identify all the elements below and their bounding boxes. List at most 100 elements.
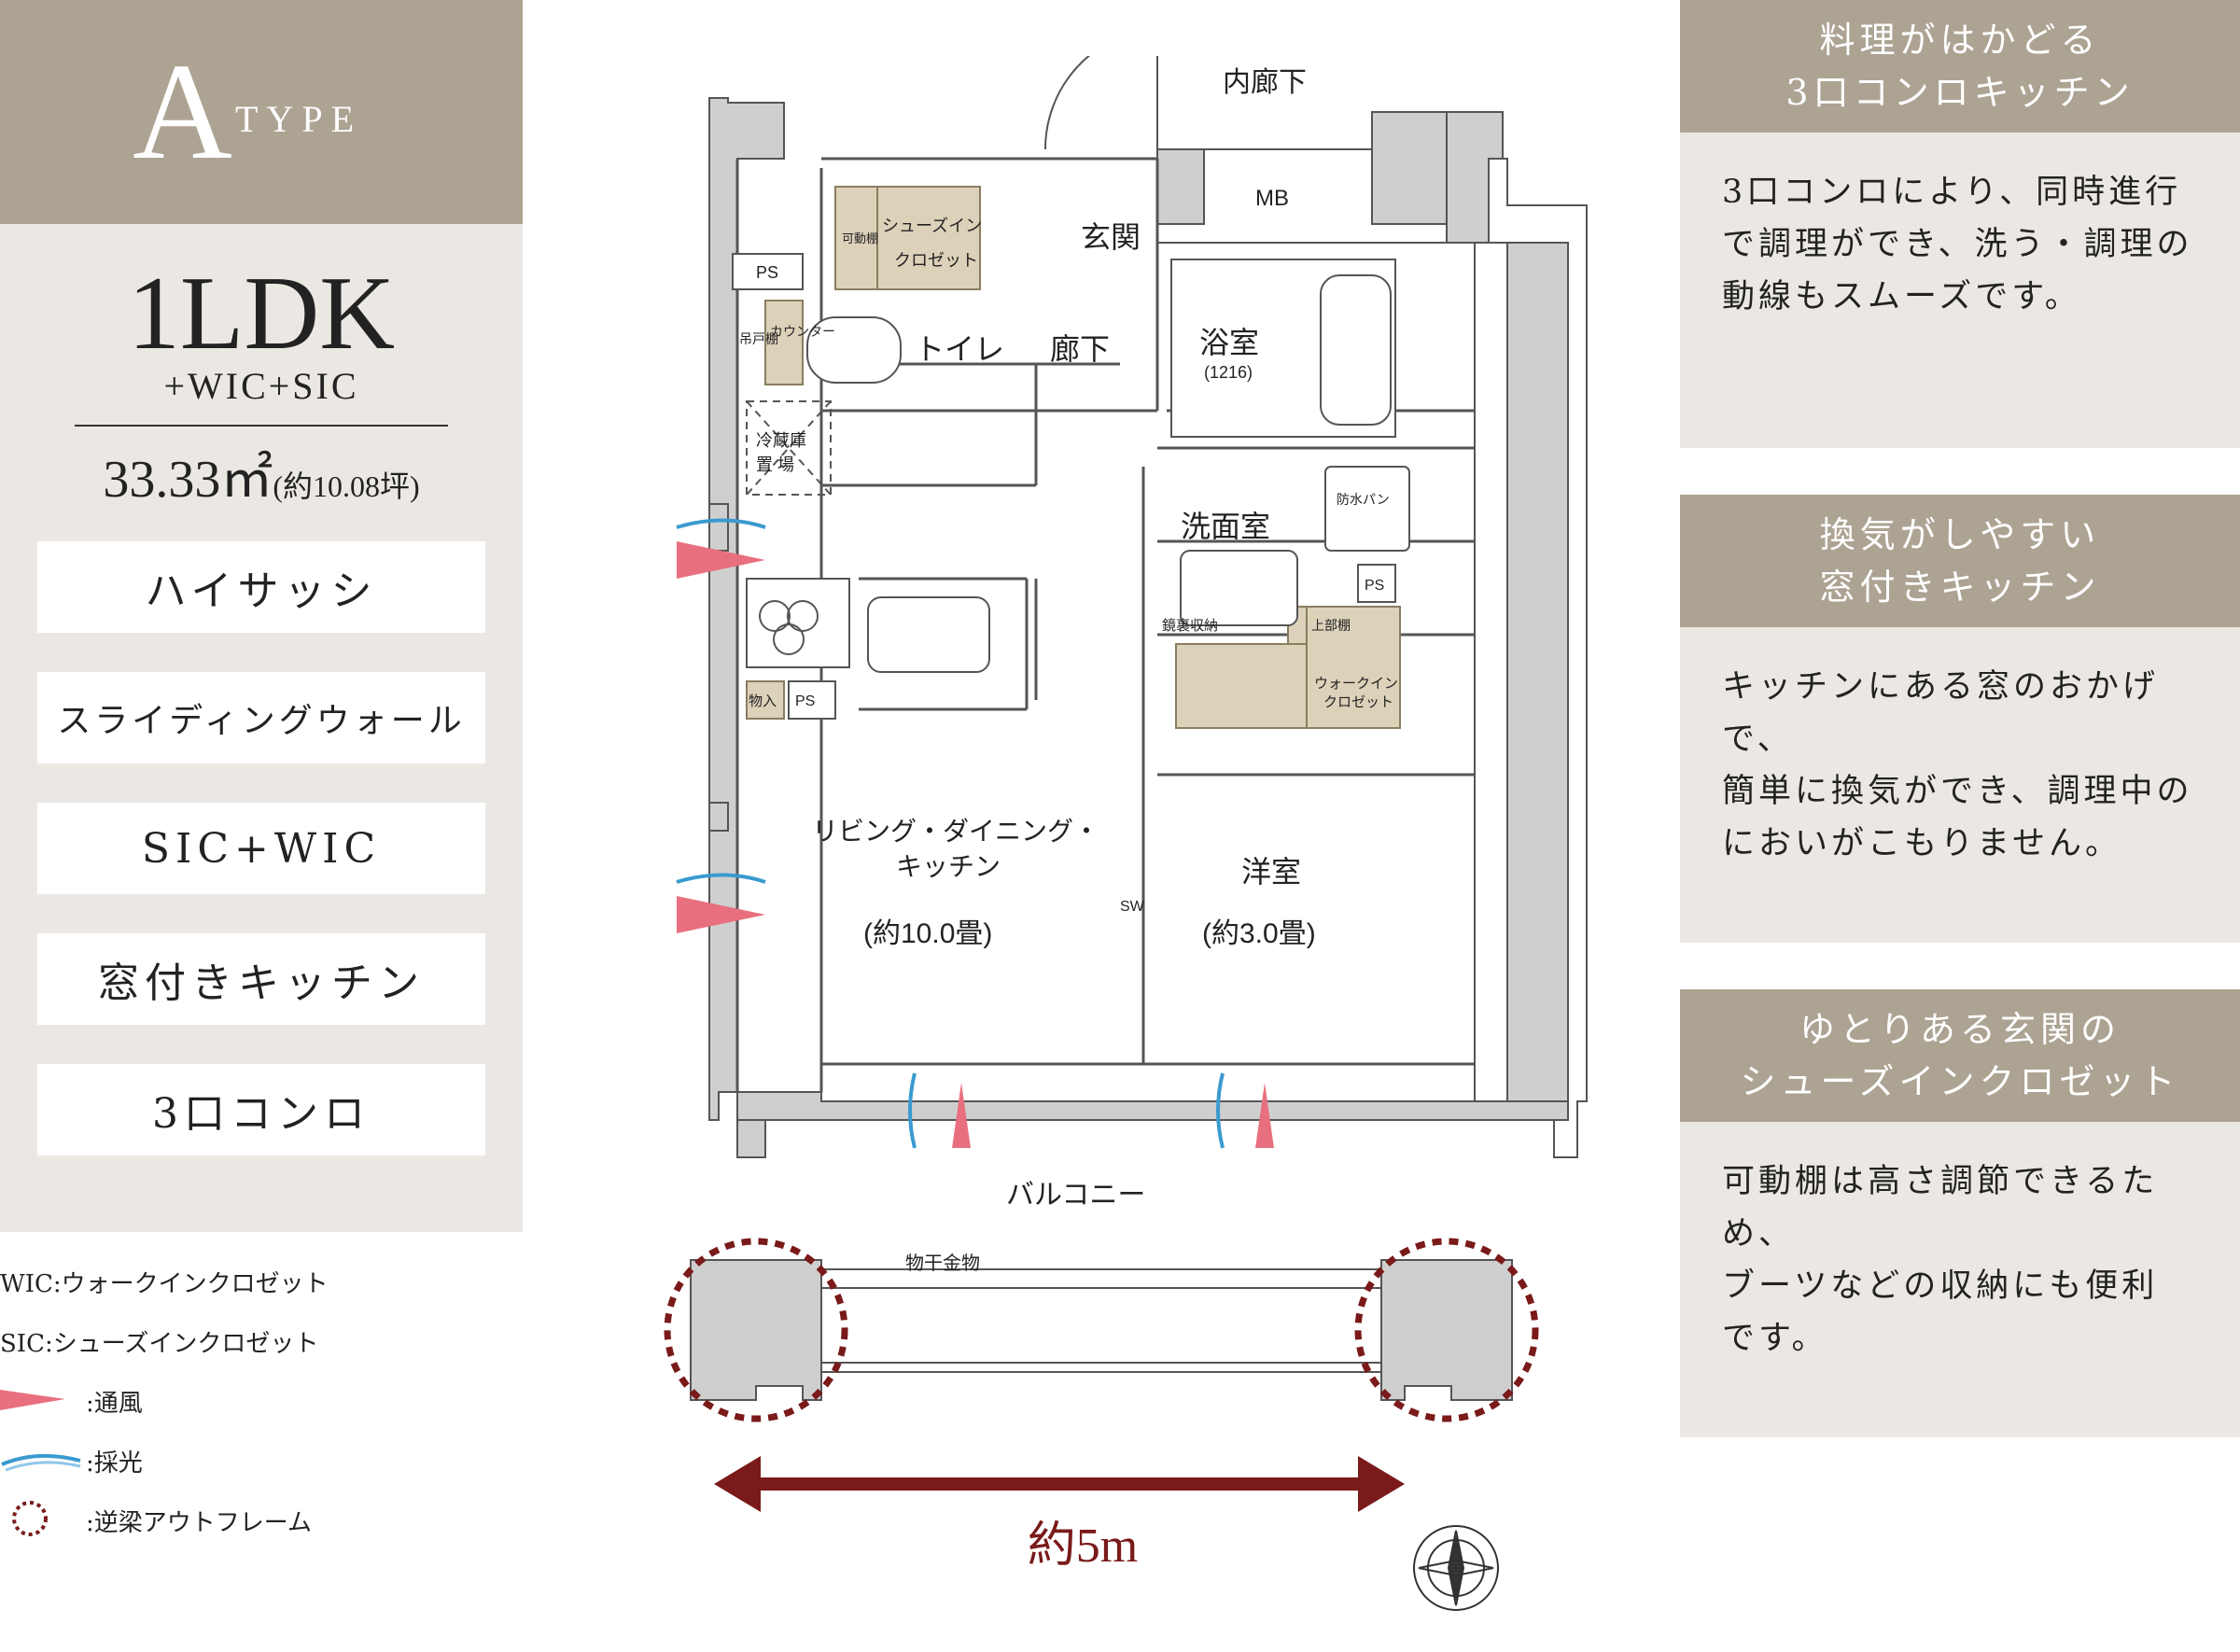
label-sw: SW <box>1120 899 1145 915</box>
feature-window-kitchen: 窓付きキッチン <box>37 933 485 1025</box>
legend-outframe-label: :逆梁アウトフレーム <box>86 1509 312 1537</box>
daylight-wave-icons <box>676 518 1225 1149</box>
card-1-line: で調理ができ、洗う・調理の <box>1722 226 2193 263</box>
floor-plan-labels: 内廊下 MB 玄関 シューズイン クロゼット 可動棚 PS 吊戸棚 カウンター … <box>739 67 1398 1274</box>
card-3-header: ゆとりある玄関の シューズインクロゼット <box>1680 989 2240 1122</box>
toilet-icon <box>806 316 902 384</box>
stove-burners-icon <box>759 600 819 655</box>
ps-box-1 <box>732 253 804 290</box>
width-label: 約5m <box>1027 1519 1139 1573</box>
feature-high-sash: ハイサッシ <box>37 541 485 633</box>
card-2-line: 簡単に換気ができ、調理中の <box>1722 773 2193 810</box>
label-ldk-2: キッチン <box>896 852 1001 881</box>
label-mb: MB <box>1255 186 1289 211</box>
card-1-title-line2: 3口コンロキッチン <box>1785 72 2135 113</box>
ps-box-3 <box>1357 564 1396 603</box>
label-ps-2: PS <box>795 693 815 709</box>
type-word: TYPE <box>235 98 362 140</box>
card-2-line: キッチンにある窓のおかげで、 <box>1722 668 2160 758</box>
outframe-circle-icons <box>664 1238 1539 1422</box>
area-value: 33.33㎡ <box>103 451 273 509</box>
plan-area: 33.33㎡(約10.08坪) <box>0 437 523 512</box>
label-bath-size: (1216) <box>1204 363 1253 382</box>
type-letter: A <box>133 35 232 189</box>
card-3-title-line1: ゆとりある玄関の <box>1799 1009 2121 1050</box>
label-ps-3: PS <box>1365 578 1384 594</box>
label-storage: 物入 <box>749 693 777 709</box>
label-shoes-closet-1: シューズイン <box>882 217 982 235</box>
legend-ventilation-label: :通風 <box>86 1390 143 1418</box>
label-movable-shelf: 可動棚 <box>842 231 878 245</box>
label-bedroom: 洋室 <box>1241 855 1301 889</box>
plan-type: 1LDK <box>127 256 396 371</box>
label-corridor: 内廊下 <box>1223 67 1307 98</box>
legend-wic: WIC:ウォークインクロゼット <box>0 1270 329 1298</box>
waterproof-pan <box>1324 466 1410 552</box>
exterior-walls <box>690 97 1588 1401</box>
balcony <box>820 1268 1382 1373</box>
type-header: A TYPE <box>0 0 523 224</box>
compass-icon <box>1413 1525 1499 1611</box>
card-3-line: ブーツなどの収納にも便利 <box>1722 1267 2159 1305</box>
card-1-title-line1: 料理がはかどる <box>1819 20 2101 61</box>
legend-sic: SIC:シューズインクロゼット <box>0 1330 319 1358</box>
sink-icon <box>867 596 990 673</box>
ps-box-2 <box>788 680 836 720</box>
feature-3-burner: 3口コンロ <box>37 1064 485 1155</box>
label-walkin-1: ウォークイン <box>1314 676 1398 692</box>
label-toilet: トイレ <box>915 332 1004 366</box>
label-entrance: 玄関 <box>1081 220 1141 254</box>
label-ldk-1: リビング・ダイニング・ <box>812 817 1099 846</box>
label-hallway: 廊下 <box>1050 332 1110 366</box>
card-3-line: 可動棚は高さ調節できるため、 <box>1722 1163 2159 1253</box>
card-1-header: 料理がはかどる 3口コンロキッチン <box>1680 0 2240 133</box>
closets <box>746 186 1401 729</box>
fridge-space <box>746 400 832 496</box>
area-tsubo: (約10.08坪) <box>273 469 420 503</box>
label-balcony: バルコニー <box>1006 1180 1145 1211</box>
label-hanging-shelf: 吊戸棚 <box>739 331 778 346</box>
card-3-line: です。 <box>1722 1320 1828 1357</box>
daylight-wave-icon <box>1 1453 81 1472</box>
label-ldk-size: (約10.0畳) <box>863 918 992 949</box>
ventilation-arrow-icon <box>0 1390 65 1410</box>
outframe-circle-icon <box>12 1501 48 1536</box>
bathtub-icon <box>1320 274 1392 426</box>
feature-sic-wic: SIC+WIC <box>37 803 485 894</box>
card-1-body: 3口コンロにより、同時進行 で調理ができ、洗う・調理の 動線もスムーズです。 <box>1680 133 2240 448</box>
card-2-title-line2: 窓付きキッチン <box>1819 567 2101 608</box>
label-fridge-1: 冷蔵庫 <box>756 431 806 450</box>
card-2-body: キッチンにある窓のおかげで、 簡単に換気ができ、調理中の においがこもりません。 <box>1680 627 2240 943</box>
feature-sliding-wall: スライディングウォール <box>37 672 485 763</box>
fixtures <box>732 253 1410 720</box>
card-3-title-line2: シューズインクロゼット <box>1740 1061 2180 1102</box>
plan-extra: +WIC+SIC <box>163 365 359 407</box>
floor-plan: 内廊下 MB 玄関 シューズイン クロゼット 可動棚 PS 吊戸棚 カウンター … <box>664 56 1588 1611</box>
label-shoes-closet-2: クロゼット <box>894 251 978 270</box>
label-fridge-2: 置 場 <box>756 455 794 474</box>
stove-box <box>746 578 850 668</box>
label-bedroom-size: (約3.0畳) <box>1202 918 1316 949</box>
label-laundry: 物干金物 <box>905 1253 980 1274</box>
label-counter: カウンター <box>770 324 835 339</box>
label-bath: 浴室 <box>1199 326 1259 359</box>
label-upper-shelf: 上部棚 <box>1311 618 1351 633</box>
plan-summary-panel: 1LDK +WIC+SIC 33.33㎡(約10.08坪) ハイサッシ スライデ… <box>0 224 523 1232</box>
wash-basin-icon <box>1180 550 1298 626</box>
card-3-body: 可動棚は高さ調節できるため、 ブーツなどの収納にも便利 です。 <box>1680 1122 2240 1437</box>
card-2-header: 換気がしやすい 窓付きキッチン <box>1680 495 2240 627</box>
card-2-title-line1: 換気がしやすい <box>1819 514 2101 555</box>
card-2-line: においがこもりません。 <box>1722 825 2121 862</box>
width-arrow-icon <box>714 1456 1405 1512</box>
ventilation-arrow-icons <box>677 541 1274 1148</box>
label-washroom: 洗面室 <box>1181 510 1270 543</box>
divider <box>75 425 448 427</box>
label-walkin-2: クロゼット <box>1323 694 1393 710</box>
shoes-closet <box>834 186 981 290</box>
label-mirror-storage: 鏡裏収納 <box>1162 617 1218 634</box>
counter <box>764 300 804 385</box>
card-1-line: 動線もスムーズです。 <box>1722 278 2081 315</box>
card-1-line: 3口コンロにより、同時進行 <box>1722 174 2182 211</box>
legend-daylight-label: :採光 <box>86 1449 143 1477</box>
storage <box>746 680 785 720</box>
